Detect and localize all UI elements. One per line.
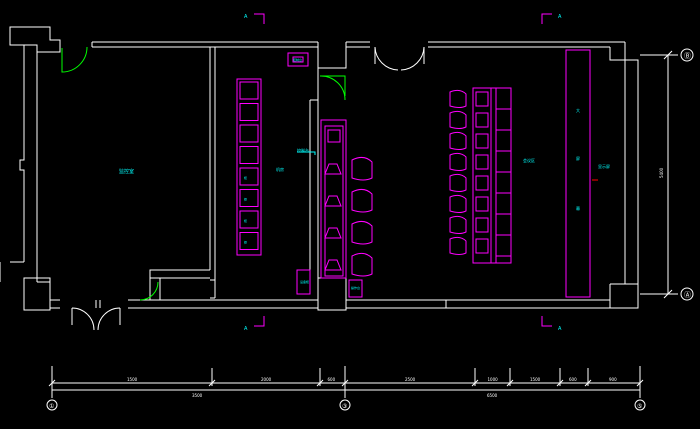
- dimension-text: 5400: [659, 167, 664, 178]
- chair: [351, 252, 373, 277]
- dimension-slash: [506, 379, 514, 387]
- room-label: 控制台: [297, 147, 309, 153]
- rack-cell: [239, 81, 259, 100]
- dimension-slash: [556, 379, 564, 387]
- rack-cell-label: 柜: [244, 240, 247, 245]
- chair: [449, 131, 467, 150]
- chair: [351, 188, 373, 213]
- chair: [324, 259, 342, 271]
- dimension-text: 1500: [530, 377, 541, 382]
- bottom-dimension-segments: 1500 2000 600 2500 1000 1500 600 900: [48, 368, 644, 387]
- chair: [351, 220, 373, 245]
- meeting-chairs: [449, 89, 467, 255]
- dimension-text: 600: [328, 377, 336, 382]
- doors: [61, 46, 425, 331]
- door-swing: [61, 46, 88, 73]
- chair: [449, 152, 467, 171]
- screen-label: 大: [576, 107, 580, 113]
- dimension-slash: [208, 379, 216, 387]
- screen-wall: [565, 49, 591, 298]
- dimension-text: 2000: [261, 377, 272, 382]
- section-mark-label: A: [558, 326, 562, 332]
- cabinet-label: 设备柜: [300, 279, 309, 284]
- section-mark-label: A: [558, 14, 562, 20]
- dimension-slash: [636, 379, 644, 387]
- screen-label: 屏: [576, 155, 580, 161]
- axis-label: ⑤: [637, 403, 642, 410]
- axis-label: ①: [49, 403, 54, 410]
- rack-cell: [239, 146, 259, 164]
- cabinet-label: 操作台: [351, 285, 360, 290]
- table-cell: [475, 238, 489, 254]
- rack-cell-label: 柜: [244, 175, 247, 180]
- table-cell: [475, 154, 489, 170]
- room-labels: 监控室 机房 控制台 会议区 显示屏 大 屏 幕 设备柜 操作台 控制台: [119, 57, 610, 290]
- table-cell: [475, 175, 489, 191]
- table-cell: [475, 196, 489, 212]
- rack-cell: [239, 167, 259, 186]
- dimension-text: 1500: [127, 377, 138, 382]
- equipment-racks: [236, 52, 363, 298]
- console-chairs: [324, 156, 373, 277]
- room-label: 监控室: [119, 168, 134, 175]
- dimension-slash: [584, 379, 592, 387]
- axis-bubble-3: [339, 399, 351, 411]
- rack-cell: [239, 210, 259, 229]
- rack-cell: [239, 124, 259, 143]
- rack-cell-label: 柜: [244, 197, 247, 202]
- axis-bubble-5: [634, 399, 646, 411]
- table-cell: [475, 112, 489, 128]
- dimension-text: 600: [569, 377, 577, 382]
- section-marks: A A A A: [244, 13, 562, 332]
- bottom-dimensions: ① ③ ⑤ 3500 6500: [46, 366, 646, 411]
- axis-label: Ⓐ: [684, 291, 691, 299]
- walls: [0, 26, 639, 311]
- dimension-slash: [48, 379, 56, 387]
- right-dimension: Ⓑ Ⓐ 5400: [640, 48, 694, 301]
- chair: [449, 89, 467, 108]
- axis-label: Ⓑ: [684, 52, 691, 60]
- chair: [449, 173, 467, 192]
- screen-note: 显示屏: [598, 163, 610, 169]
- meeting-table: [472, 87, 512, 264]
- dimension-slash: [316, 379, 324, 387]
- screen-label: 幕: [576, 205, 580, 211]
- dimension-total: 3500: [192, 393, 203, 398]
- room-label: 会议区: [523, 157, 535, 163]
- dimension-text: 900: [609, 377, 617, 382]
- room-label: 机房: [276, 166, 284, 172]
- section-mark-label: A: [244, 14, 248, 20]
- rack-cell: [239, 103, 259, 121]
- axis-bubble-1: [46, 399, 58, 411]
- dimension-total: 6500: [487, 393, 498, 398]
- axis-label: ③: [342, 403, 347, 410]
- chair: [324, 195, 342, 207]
- chair: [449, 236, 467, 255]
- chair: [449, 194, 467, 213]
- dimension-text: 2500: [405, 377, 416, 382]
- axis-bubble-b: [680, 48, 694, 62]
- section-mark-label: A: [244, 326, 248, 332]
- rack-cell: [239, 232, 259, 250]
- table-cells: [475, 91, 511, 257]
- chair: [324, 163, 342, 175]
- chair: [449, 110, 467, 129]
- rack-cell: [239, 189, 259, 207]
- rack-cell-label: 柜: [244, 218, 247, 223]
- table-cell: [475, 91, 489, 107]
- chair: [449, 215, 467, 234]
- cabinet-label: 控制台: [293, 57, 302, 62]
- chair: [351, 156, 373, 181]
- dimension-text: 1000: [488, 377, 499, 382]
- dimension-slash: [471, 379, 479, 387]
- chair: [324, 227, 342, 239]
- table-cell: [475, 217, 489, 233]
- dimension-slash: [341, 379, 349, 387]
- leader-lines: [297, 151, 598, 181]
- axis-bubble-a: [680, 287, 694, 301]
- console-desk: [320, 119, 347, 279]
- table-cell: [475, 133, 489, 149]
